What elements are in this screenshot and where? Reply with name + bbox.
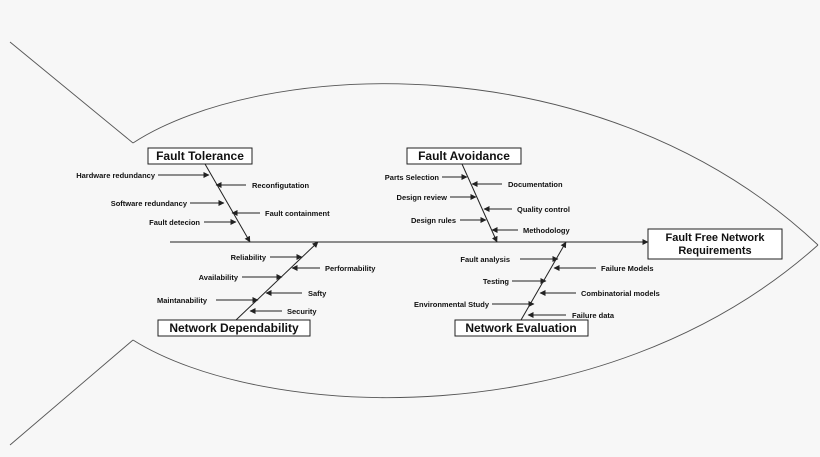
fish-upper-tail-line — [9, 41, 134, 144]
cause-label: Environmental Study — [414, 300, 490, 309]
cause-label: Failure data — [572, 311, 615, 320]
fish-lower-body-curve — [132, 244, 819, 399]
category-title: Network Evaluation — [465, 321, 576, 335]
cause-label: Testing — [483, 277, 510, 286]
category-title: Network Dependability — [169, 321, 299, 335]
cause-label: Software redundancy — [111, 199, 188, 208]
fish-upper-body-curve — [132, 83, 819, 246]
cause-label: Design rules — [411, 216, 456, 225]
category-fault-tolerance: Fault Tolerance Hardware redundancy Reco… — [76, 147, 330, 243]
fish-lower-tail-line — [9, 339, 134, 446]
category-box — [147, 147, 253, 165]
category-box — [157, 319, 311, 337]
effect-title-line2: Requirements — [678, 245, 751, 257]
cause-label: Parts Selection — [385, 173, 440, 182]
category-bone — [204, 163, 251, 243]
cause-label: Quality control — [517, 205, 570, 214]
category-title: Fault Tolerance — [156, 149, 244, 163]
cause-label: Availability — [199, 273, 239, 282]
cause-label: Fault analysis — [460, 255, 510, 264]
effect-title-line1: Fault Free Network — [665, 232, 765, 244]
effect-head: Fault Free Network Requirements — [647, 228, 783, 260]
cause-label: Design review — [397, 193, 448, 202]
cause-label: Documentation — [508, 180, 563, 189]
category-bone — [235, 241, 319, 321]
cause-label: Safty — [308, 289, 327, 298]
cause-label: Methodology — [523, 226, 570, 235]
cause-label: Reconfigutation — [252, 181, 309, 190]
cause-label: Security — [287, 307, 317, 316]
cause-label: Fault detecion — [149, 218, 200, 227]
category-network-dependability: Network Dependability Reliability Perfor… — [157, 241, 376, 337]
cause-label: Hardware redundancy — [76, 171, 156, 180]
category-network-evaluation: Network Evaluation Fault analysis Failur… — [414, 241, 660, 337]
cause-label: Fault containment — [265, 209, 330, 218]
cause-label: Reliability — [231, 253, 267, 262]
cause-label: Combinatorial models — [581, 289, 660, 298]
category-box — [406, 147, 522, 165]
cause-label: Performability — [325, 264, 376, 273]
cause-label: Failure Models — [601, 264, 654, 273]
effect-box — [647, 228, 783, 260]
cause-label: Maintanability — [157, 296, 208, 305]
category-bone — [461, 163, 498, 243]
fish-outline — [9, 41, 819, 446]
category-title: Fault Avoidance — [418, 149, 510, 163]
category-fault-avoidance: Fault Avoidance Parts Selection Document… — [385, 147, 570, 243]
